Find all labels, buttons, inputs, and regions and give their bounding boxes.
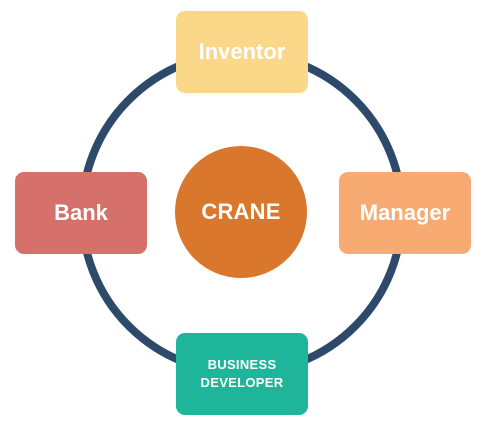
node-manager: Manager [339, 172, 471, 254]
node-inventor: Inventor [176, 11, 308, 93]
node-business-developer: BUSINESS DEVELOPER [176, 333, 308, 415]
node-bank: Bank [15, 172, 147, 254]
node-business-developer-line2: DEVELOPER [200, 375, 284, 390]
node-business-developer-line1: BUSINESS [207, 357, 277, 372]
node-inventor-label: Inventor [198, 39, 286, 64]
node-bank-label: Bank [54, 200, 108, 225]
node-manager-label: Manager [359, 200, 451, 225]
center-node-label: CRANE [201, 199, 281, 224]
center-node-crane: CRANE [175, 146, 307, 278]
